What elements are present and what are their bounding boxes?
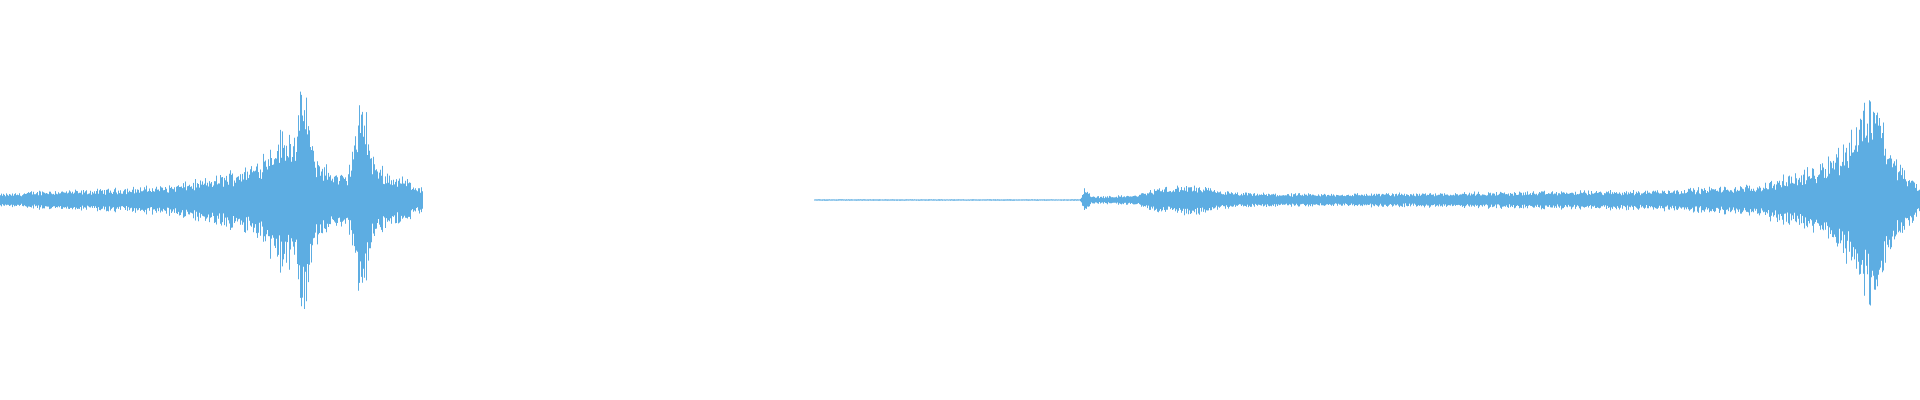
waveform-segment-2 [814,100,1920,306]
waveform-segment-1 [0,91,423,309]
